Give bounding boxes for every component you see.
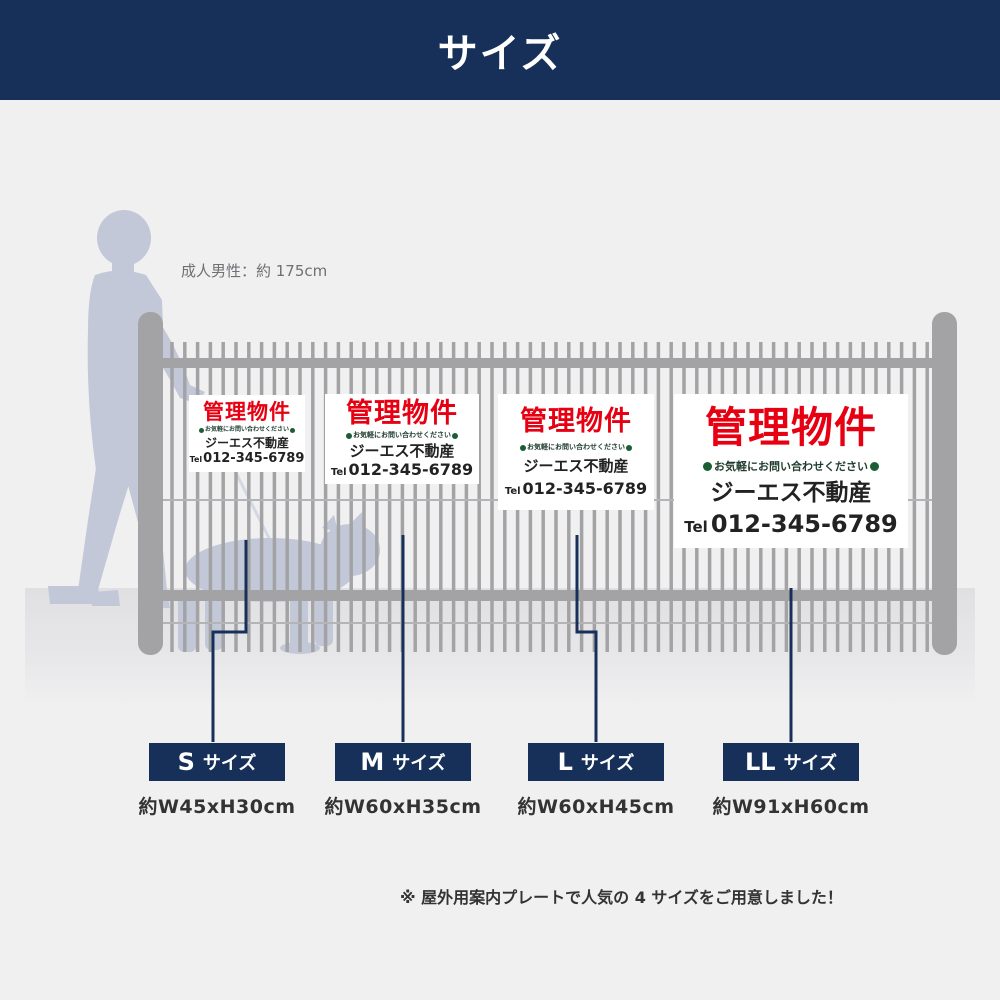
tel-prefix: Tel bbox=[330, 467, 347, 479]
dot-icon bbox=[290, 427, 295, 433]
sign-phone: Tel 012-345-6789 bbox=[684, 510, 898, 539]
sign-phone: Tel 012-345-6789 bbox=[330, 460, 474, 480]
sign-company: ジーエス不動産 bbox=[523, 457, 629, 476]
dot-icon bbox=[346, 432, 352, 439]
size-letter: S bbox=[177, 748, 195, 776]
sign-contact: お気軽にお問い合わせください bbox=[520, 444, 632, 452]
sign-m: 管理物件 お気軽にお問い合わせください ジーエス不動産 Tel 012-345-… bbox=[325, 394, 479, 484]
person-height-label: 成人男性：約 175cm bbox=[181, 262, 328, 280]
page-title: サイズ bbox=[437, 31, 563, 77]
size-badge-m: M サイズ bbox=[335, 743, 471, 781]
sign-phone: Tel 012-345-6789 bbox=[504, 478, 648, 498]
sign-s: 管理物件 お気軽にお問い合わせください ジーエス不動産 Tel 012-345-… bbox=[189, 395, 305, 472]
sign-l: 管理物件 お気軽にお問い合わせください ジーエス不動産 Tel 012-345-… bbox=[498, 394, 654, 510]
size-suffix: サイズ bbox=[580, 753, 635, 774]
leader-line-s bbox=[211, 540, 248, 742]
leader-lines bbox=[211, 535, 793, 742]
sign-contact: お気軽にお問い合わせください bbox=[346, 431, 458, 440]
sign-title: 管理物件 bbox=[346, 398, 458, 430]
size-badge-l: L サイズ bbox=[528, 743, 664, 781]
size-letter: L bbox=[557, 748, 573, 776]
header-bar: サイズ bbox=[0, 0, 1000, 100]
size-suffix: サイズ bbox=[783, 753, 838, 774]
dot-icon bbox=[520, 445, 526, 452]
footnote: ※ 屋外用案内プレートで人気の 4 サイズをご用意しました！ bbox=[400, 888, 843, 907]
size-dimension-ll: 約W91xH60cm bbox=[712, 796, 870, 818]
dot-icon bbox=[626, 445, 632, 452]
sign-company: ジーエス不動産 bbox=[349, 441, 455, 460]
leader-line-l bbox=[575, 535, 598, 742]
sign-company: ジーエス不動産 bbox=[204, 435, 289, 450]
person-silhouette bbox=[48, 210, 205, 608]
sign-title: 管理物件 bbox=[520, 405, 632, 437]
sign-contact: お気軽にお問い合わせください bbox=[198, 426, 295, 434]
tel-prefix: Tel bbox=[189, 454, 203, 464]
size-badge-s: S サイズ bbox=[149, 743, 285, 781]
size-dimension-l: 約W60xH45cm bbox=[517, 796, 675, 818]
size-suffix: サイズ bbox=[392, 753, 446, 774]
tel-prefix: Tel bbox=[504, 485, 521, 497]
dot-icon bbox=[198, 427, 204, 433]
sign-contact: お気軽にお問い合わせください bbox=[703, 460, 879, 473]
sign-title: 管理物件 bbox=[203, 399, 291, 424]
size-letter: M bbox=[360, 748, 385, 776]
tel-prefix: Tel bbox=[684, 518, 708, 537]
dot-icon bbox=[452, 432, 458, 439]
sign-phone: Tel 012-345-6789 bbox=[189, 450, 305, 466]
sign-ll: 管理物件 お気軽にお問い合わせください ジーエス不動産 Tel 012-345-… bbox=[674, 394, 908, 548]
size-badge-ll: LL サイズ bbox=[723, 743, 859, 781]
dot-icon bbox=[703, 462, 712, 472]
sign-company: ジーエス不動産 bbox=[710, 479, 872, 506]
sign-title: 管理物件 bbox=[704, 402, 877, 452]
dot-icon bbox=[870, 462, 879, 472]
size-dimension-m: 約W60xH35cm bbox=[324, 796, 482, 818]
size-suffix: サイズ bbox=[202, 753, 257, 774]
size-letter: LL bbox=[744, 748, 776, 776]
size-dimension-s: 約W45xH30cm bbox=[138, 796, 296, 818]
